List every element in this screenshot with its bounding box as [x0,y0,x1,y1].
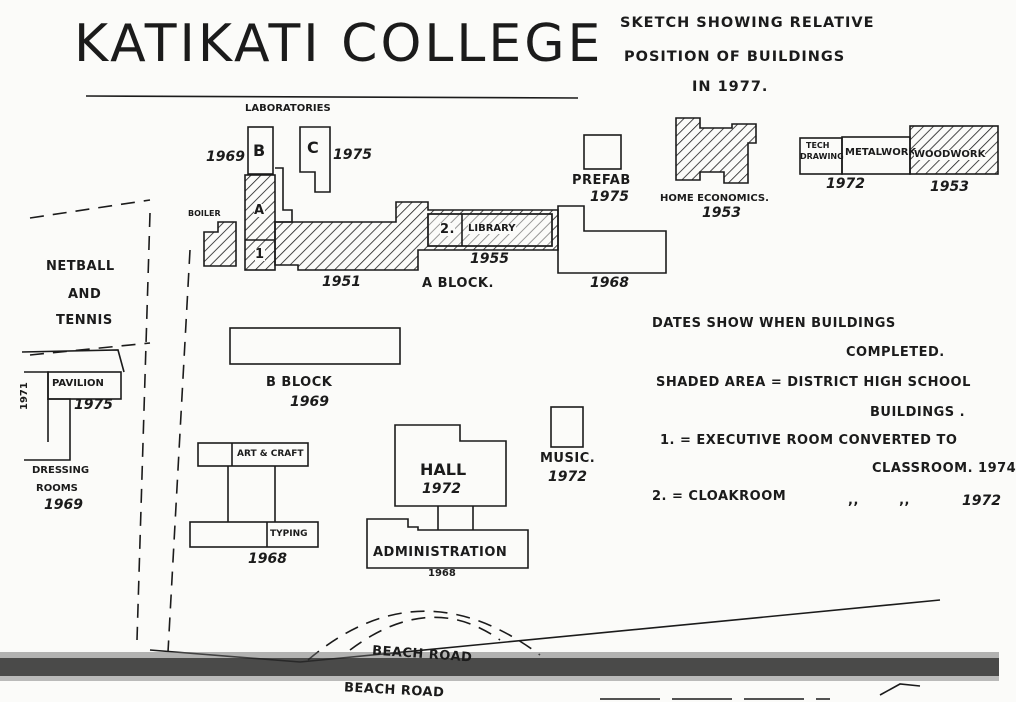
court-boundary-top [29,199,151,219]
dressing-rooms-building [24,371,71,461]
lab-c-label: C [307,138,319,157]
subtitle-line-3: IN 1977. [692,79,769,95]
netball-label-3: TENNIS [56,313,113,328]
note-1-line-1: 1. = EXECUTIVE ROOM CONVERTED TO [660,433,958,448]
home-economics-year: 1953 [702,205,741,221]
music-building [550,406,584,448]
metalwork-year: 1972 [826,176,865,192]
driveway-dashed-left [136,212,151,641]
art-craft-label: ART & CRAFT [237,449,304,459]
typing-building [189,521,319,548]
hall-building [394,424,507,507]
note-1-line-2: CLASSROOM. 1974 [872,461,1016,476]
hall-label: HALL [420,460,467,479]
tech-drawing-label-2: DRAWING [800,152,844,161]
note-shaded-line-1: SHADED AREA = DISTRICT HIGH SCHOOL [656,375,971,390]
subtitle-line-2: POSITION OF BUILDINGS [624,49,846,65]
boiler-label: BOILER [188,209,221,218]
note-dates-line-2: COMPLETED. [846,345,945,360]
prefab-building [583,134,622,170]
prefab-year: 1975 [590,189,629,205]
typing-year: 1968 [248,551,287,567]
lab-b-year: 1969 [206,149,245,165]
a-block-1968-wing [557,205,667,274]
pavilion-label: PAVILION [52,378,104,389]
note-2-year: 1972 [962,493,1001,509]
driveway-dashed-right [167,249,191,653]
pavilion-side-year: 1971 [19,382,30,410]
page-fold-shadow [0,658,999,676]
drive-arc-inner [349,616,501,651]
lab-b-label: B [253,141,266,160]
metalwork-label: METALWORK [845,147,917,158]
a-block-label: A BLOCK. [422,276,494,291]
laboratories-label: LABORATORIES [245,103,331,114]
page-title: KATIKATI COLLEGE [74,14,604,74]
music-year: 1972 [548,469,587,485]
b-block-building [229,327,401,365]
a-block-year-1951: 1951 [322,274,361,290]
netball-label-2: AND [68,287,102,302]
library-marker: 2. [440,222,455,237]
dressing-rooms-label-1: DRESSING [32,465,90,476]
note-shaded-line-2: BUILDINGS . [870,405,966,420]
home-economics-building [675,117,757,184]
prefab-label: PREFAB [572,173,631,188]
library-label: LIBRARY [468,223,516,234]
lab-b-building [247,126,274,175]
music-label: MUSIC. [540,451,596,466]
pavilion-year: 1975 [74,397,113,413]
woodwork-label: WOODWORK [914,149,986,160]
tech-drawing-label-1: TECH [806,141,830,150]
hall-year: 1972 [422,481,461,497]
boiler-building [203,221,237,267]
dressing-rooms-label-2: ROOMS [36,483,78,494]
note-dates-line-1: DATES SHOW WHEN BUILDINGS [652,316,896,331]
note-2-ditto: ,, ,, [848,493,910,508]
court-boundary-bottom [29,342,151,356]
art-craft-building [197,442,309,467]
beach-road-upper-line [299,599,941,663]
subtitle-line-1: SKETCH SHOWING RELATIVE [620,15,875,31]
lab-c-year: 1975 [333,147,372,163]
home-economics-label: HOME ECONOMICS. [660,193,769,204]
dressing-rooms-year: 1969 [44,497,83,513]
title-underline [85,95,579,99]
library-year: 1955 [470,251,509,267]
b-block-label: B BLOCK [266,375,333,390]
typing-label: TYPING [270,529,308,539]
woodwork-year: 1953 [930,179,969,195]
drive-arc-outer [307,610,541,661]
note-2-text: 2. = CLOAKROOM [652,489,787,504]
lab-a-label: A [254,203,265,218]
netball-label-1: NETBALL [46,259,115,274]
administration-year: 1968 [428,568,456,579]
b-block-year: 1969 [290,394,329,410]
a-block-year-1968: 1968 [590,275,629,291]
administration-building [366,518,529,569]
administration-label: ADMINISTRATION [373,545,508,560]
lab-1-label: 1 [255,247,265,262]
lab-c-building [299,126,331,193]
